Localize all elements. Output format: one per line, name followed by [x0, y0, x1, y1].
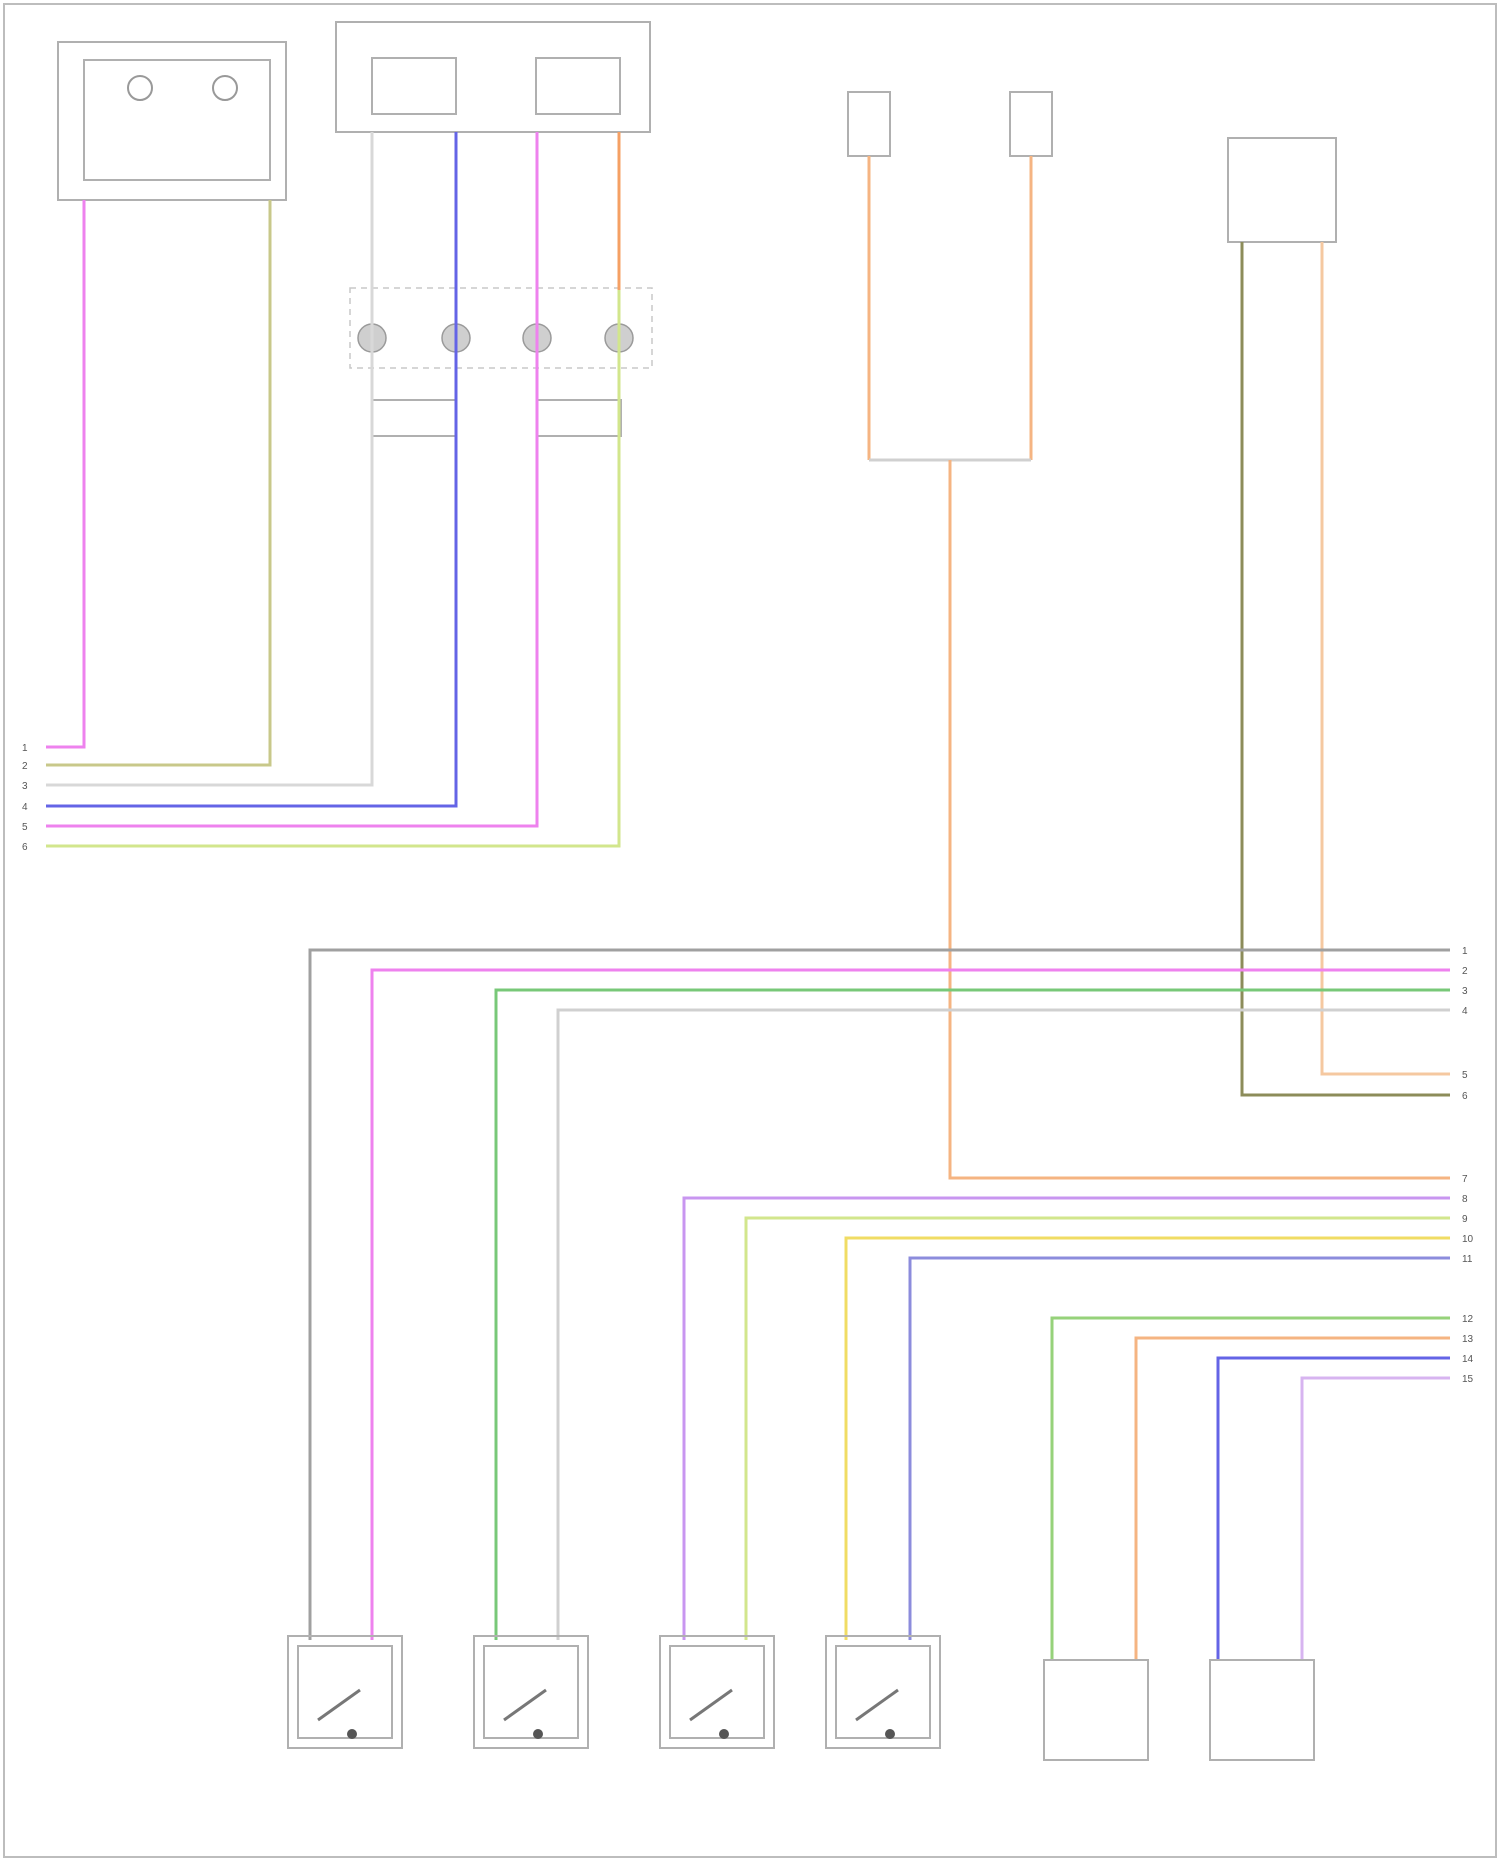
- left-pin-2: 2: [22, 761, 28, 772]
- wire-blue-steering: [46, 132, 456, 806]
- right-pin-2: 2: [1462, 966, 1468, 977]
- top-right-fuse-box: [848, 92, 890, 156]
- right-pin-1: 1: [1462, 946, 1468, 957]
- wire-green-module: [1052, 1318, 1450, 1660]
- wire-pink-steering: [46, 132, 537, 826]
- wire-blue-module: [1218, 1358, 1450, 1660]
- right-pin-6: 6: [1462, 1091, 1468, 1102]
- right-connector: 1 2 3 4 5 6 7 8 9 10 11 12 13 14 15: [1462, 946, 1474, 1385]
- left-pin-6: 6: [22, 842, 28, 853]
- right-pin-13: 13: [1462, 1334, 1474, 1345]
- wire-olive-sensor: [46, 200, 270, 765]
- switch-2: [474, 1636, 588, 1748]
- right-pin-9: 9: [1462, 1214, 1468, 1225]
- right-pin-8: 8: [1462, 1194, 1468, 1205]
- right-pin-12: 12: [1462, 1314, 1474, 1325]
- left-connector: 1 2 3 4 5 6: [22, 743, 28, 853]
- right-pin-14: 14: [1462, 1354, 1474, 1365]
- wire-brown-olive-right: [1242, 242, 1450, 1095]
- left-pin-5: 5: [22, 822, 28, 833]
- wire-lightgray-bus: [558, 1010, 1450, 1640]
- module-5: [1044, 1660, 1148, 1760]
- right-pin-7: 7: [1462, 1174, 1468, 1185]
- upper-wiring: [46, 132, 1450, 1178]
- module-6: [1210, 1660, 1314, 1760]
- right-pin-11: 11: [1462, 1254, 1473, 1265]
- wire-white-steering: [46, 132, 372, 785]
- top-left-sensor: [58, 42, 286, 200]
- wire-yellow-bus: [846, 1238, 1450, 1640]
- right-pin-5: 5: [1462, 1070, 1468, 1081]
- left-pin-1: 1: [22, 743, 28, 754]
- wire-purple-bus: [910, 1258, 1450, 1640]
- left-pin-3: 3: [22, 781, 28, 792]
- top-steering-module: [336, 22, 650, 132]
- wire-pale-bus: [746, 1218, 1450, 1640]
- right-pin-4: 4: [1462, 1006, 1468, 1017]
- left-pin-4: 4: [22, 802, 28, 813]
- connector-block-upper: [350, 288, 652, 436]
- wire-gray-bus: [310, 950, 1450, 1640]
- wire-violet-bus: [684, 1198, 1450, 1640]
- wire-yellow-green-steering: [46, 132, 619, 846]
- switch-3: [660, 1636, 774, 1748]
- wire-peach-module: [1136, 1338, 1450, 1660]
- switch-1: [288, 1636, 402, 1748]
- right-pin-3: 3: [1462, 986, 1468, 997]
- right-pin-15: 15: [1462, 1374, 1474, 1385]
- right-pin-10: 10: [1462, 1234, 1474, 1245]
- page-frame: [4, 4, 1496, 1857]
- wire-lilac-module: [1302, 1378, 1450, 1660]
- top-right-belt-module: [1010, 92, 1052, 156]
- lower-wiring: [310, 950, 1450, 1660]
- switch-4: [826, 1636, 940, 1748]
- far-right-module: [1228, 138, 1336, 242]
- wire-pink-sensor: [46, 200, 84, 747]
- wire-orange-long: [950, 460, 1450, 1178]
- wire-green-bus: [496, 990, 1450, 1640]
